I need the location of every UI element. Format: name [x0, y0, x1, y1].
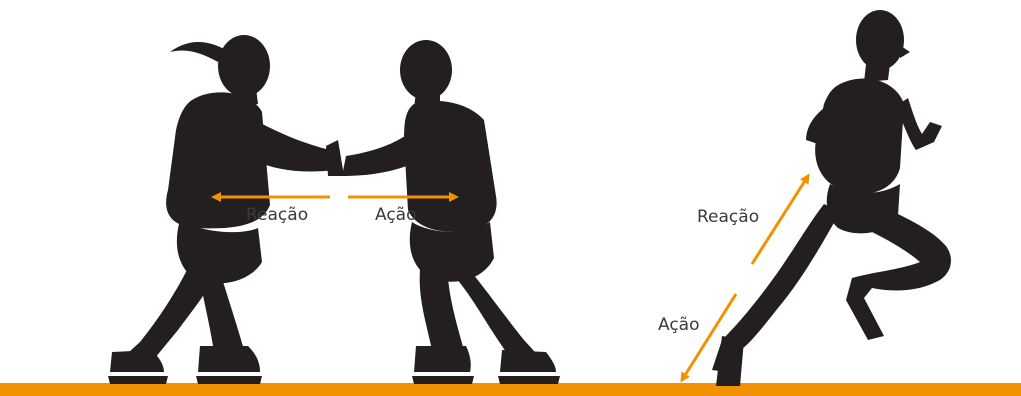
- left-skater-silhouette: [108, 35, 344, 384]
- ground-line: [0, 383, 1021, 396]
- skaters-reaction-label: Reação: [246, 205, 308, 225]
- runner-action-label: Ação: [658, 315, 700, 335]
- skaters-action-label: Ação: [375, 205, 417, 225]
- runner-silhouette: [712, 10, 951, 386]
- runner-reaction-label: Reação: [697, 207, 759, 227]
